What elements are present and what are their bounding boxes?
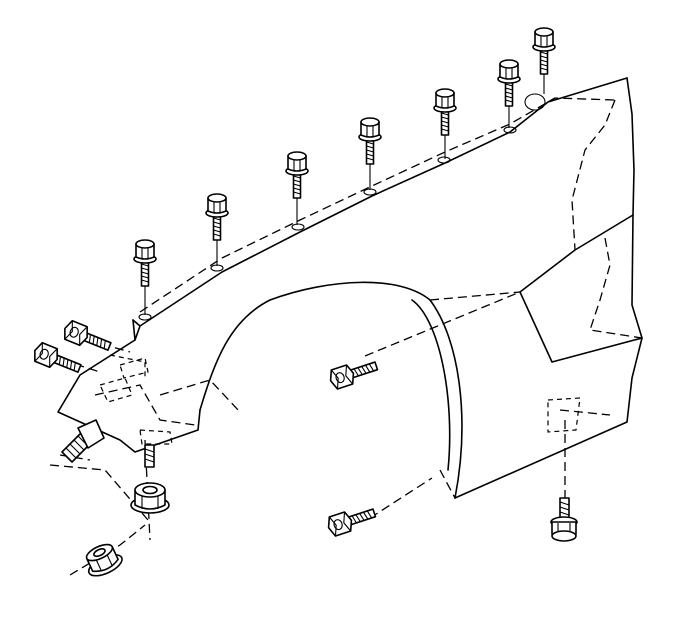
top-bolt-6 (497, 59, 521, 128)
wheel-opening-outer (199, 281, 463, 499)
front-bracket-stud (61, 419, 105, 463)
fender-panel (57, 77, 643, 499)
wheelhouse-bolt-lower (324, 502, 379, 539)
lower-front-bolt (144, 444, 155, 468)
top-bolt-1 (133, 239, 157, 315)
fender-headlamp-recess (519, 214, 643, 363)
wheel-opening-lip (411, 299, 451, 471)
top-bolt-7 (532, 27, 556, 94)
top-bolt-2 (205, 193, 229, 266)
fender-top-edge (132, 77, 628, 327)
top-bolt-row (133, 27, 556, 315)
front-left-bolt-upper (60, 318, 114, 357)
top-bolt-3 (285, 151, 309, 225)
fender-front-flange (134, 325, 141, 341)
wheelhouse-bolt-upper (326, 355, 381, 392)
lower-rear-bolt (550, 497, 578, 542)
front-left-bolt-lower (30, 340, 84, 379)
flange-nut-front (130, 482, 170, 514)
fender-rear-edge (454, 77, 643, 499)
flange-nut-loose (85, 543, 123, 577)
top-bolt-4 (358, 117, 382, 190)
top-bolt-5 (433, 88, 457, 159)
